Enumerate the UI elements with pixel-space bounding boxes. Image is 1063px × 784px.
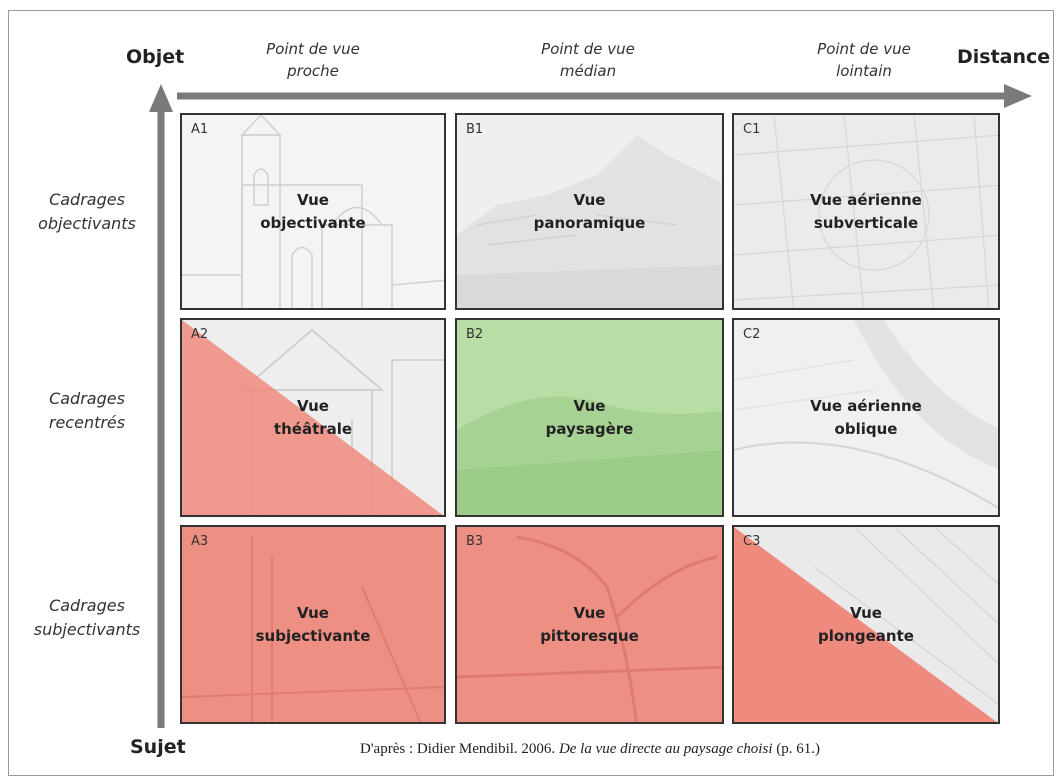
cell-label-line1: Vue (297, 396, 329, 415)
landscape-photo (457, 320, 722, 515)
column-header-line1: Point de vue (266, 40, 360, 58)
cell-c1: C1 Vue aérienne subverticale (732, 113, 1000, 310)
cell-label: Vue panoramique (457, 189, 722, 235)
cell-label: Vue aérienne subverticale (734, 189, 998, 235)
cell-id: C1 (743, 122, 761, 137)
cell-label: Vue plongeante (734, 602, 998, 648)
cell-label-line1: Vue (297, 603, 329, 622)
cell-label-line1: Vue (297, 190, 329, 209)
row-header-recentres: Cadrages recentrés (8, 387, 166, 435)
cell-id: A1 (191, 122, 209, 137)
cell-label-line2: pittoresque (540, 626, 639, 645)
column-header-proche: Point de vue proche (213, 38, 413, 82)
row-header-line2: subjectivants (33, 620, 141, 639)
cell-label-line2: subjectivante (255, 626, 371, 645)
axis-label-objet: Objet (126, 46, 185, 68)
panorama-photo (457, 115, 722, 308)
cell-c2: C2 Vue aérienne oblique (732, 318, 1000, 517)
cell-a2: A2 Vue théâtrale (180, 318, 446, 517)
vertical-axis-arrowhead (149, 84, 173, 112)
picturesque-photo (457, 527, 722, 722)
axis-label-distance: Distance (957, 46, 1051, 68)
axis-label-sujet: Sujet (130, 736, 186, 758)
cell-label-line1: Vue (573, 396, 606, 415)
cell-label-line2: plongeante (818, 626, 914, 645)
cell-label-line1: Vue (573, 190, 606, 209)
row-header-objectivants: Cadrages objectivants (8, 188, 166, 236)
cell-label-line1: Vue (573, 603, 606, 622)
cell-label-line1: Vue (850, 603, 882, 622)
horizontal-axis-arrowhead (1004, 84, 1032, 108)
cell-c3: C3 Vue plongeante (732, 525, 1000, 724)
cell-b1: B1 Vue panoramique (455, 113, 724, 310)
column-header-line2: lointain (836, 62, 892, 80)
caption-title: De la vue directe au paysage choisi (558, 741, 773, 757)
cell-label-line2: paysagère (545, 419, 634, 438)
cell-label-line1: Vue aérienne (810, 396, 922, 415)
cell-id: A2 (191, 327, 209, 342)
row-header-line1: Cadrages (49, 596, 125, 615)
aerial-oblique-photo (734, 320, 998, 515)
column-header-line1: Point de vue (541, 40, 635, 58)
cell-id: A3 (191, 534, 209, 549)
column-header-lointain: Point de vue lointain (764, 38, 964, 82)
cell-label-line2: théâtrale (273, 419, 353, 438)
cell-label: Vue paysagère (457, 395, 722, 441)
caption-prefix: D'après : Didier Mendibil. 2006. (360, 741, 559, 757)
plunging-photo (734, 527, 998, 722)
column-header-line1: Point de vue (817, 40, 911, 58)
row-header-line2: recentrés (48, 413, 126, 432)
church-photo (182, 115, 444, 308)
cell-label: Vue aérienne oblique (734, 395, 998, 441)
row-header-line1: Cadrages (49, 389, 125, 408)
subjective-photo (182, 527, 444, 722)
source-caption: D'après : Didier Mendibil. 2006. De la v… (180, 741, 1000, 758)
cell-id: B1 (466, 122, 484, 137)
cell-id: B3 (466, 534, 484, 549)
red-overlay-triangle (734, 527, 997, 722)
cell-id: C3 (743, 534, 761, 549)
aerial-vertical-photo (734, 115, 998, 308)
cell-label: Vue pittoresque (457, 602, 722, 648)
cell-a3: A3 Vue subjectivante (180, 525, 446, 724)
row-header-line1: Cadrages (49, 190, 125, 209)
cell-label-line1: Vue aérienne (810, 190, 922, 209)
row-header-line2: objectivants (38, 214, 136, 233)
column-header-median: Point de vue médian (488, 38, 688, 82)
cell-label-line2: objectivante (260, 213, 366, 232)
row-header-subjectivants: Cadrages subjectivants (8, 594, 166, 642)
caption-suffix: (p. 61.) (772, 741, 820, 757)
cell-label-line2: subverticale (813, 213, 919, 232)
column-header-line2: médian (559, 62, 617, 80)
column-header-line2: proche (287, 62, 339, 80)
cell-id: B2 (466, 327, 484, 342)
cell-label: Vue objectivante (182, 189, 444, 235)
cell-b3: B3 Vue pittoresque (455, 525, 724, 724)
cell-b2: B2 Vue paysagère (455, 318, 724, 517)
theatre-photo (182, 320, 444, 515)
cell-label: Vue subjectivante (182, 602, 444, 648)
cell-a1: A1 Vue objectivante (180, 113, 446, 310)
cell-label-line2: panoramique (533, 213, 646, 232)
cell-id: C2 (743, 327, 761, 342)
cell-label-line2: oblique (834, 419, 898, 438)
cell-label: Vue théâtrale (182, 395, 444, 441)
